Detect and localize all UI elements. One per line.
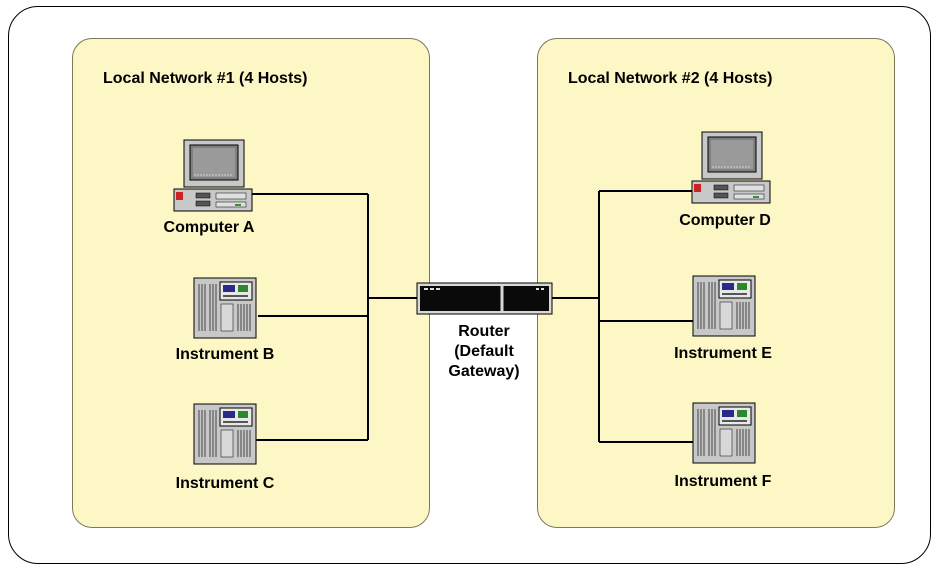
host-label-instrument-c: Instrument C <box>175 475 275 492</box>
host-label-instrument-b: Instrument B <box>175 346 275 363</box>
host-label-instrument-f: Instrument F <box>674 473 772 490</box>
diagram-frame <box>8 6 931 564</box>
host-label-instrument-e: Instrument E <box>674 345 772 362</box>
instrument-tower-icon <box>193 403 257 465</box>
instrument-tower-icon <box>692 402 756 464</box>
router-icon <box>416 282 553 315</box>
network-2-title: Local Network #2 (4 Hosts) <box>568 70 773 87</box>
router-label-line-2: (Default <box>454 343 514 360</box>
desktop-computer-icon <box>173 139 253 212</box>
router-label: Router (Default Gateway) <box>448 322 519 382</box>
host-label-computer-a: Computer A <box>163 219 255 236</box>
network-1-title: Local Network #1 (4 Hosts) <box>103 70 308 87</box>
instrument-tower-icon <box>193 277 257 339</box>
desktop-computer-icon <box>691 131 771 204</box>
instrument-tower-icon <box>692 275 756 337</box>
host-label-computer-d: Computer D <box>679 212 771 229</box>
router-label-line-3: Gateway) <box>448 363 520 380</box>
router-label-line-1: Router <box>458 323 510 340</box>
